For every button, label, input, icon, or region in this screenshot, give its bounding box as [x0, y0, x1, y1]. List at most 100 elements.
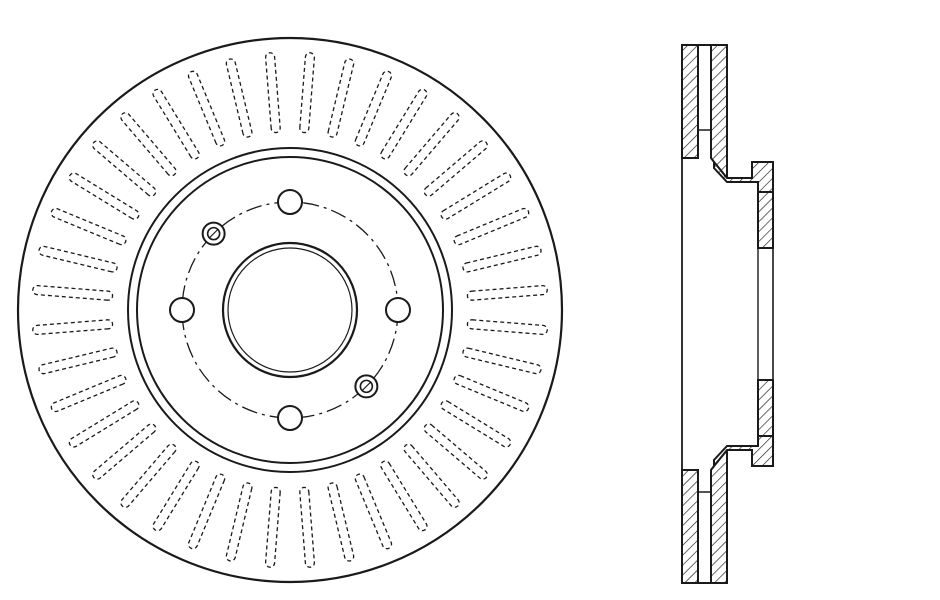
hat-inner-ring — [136, 156, 444, 464]
cooling-vane — [50, 374, 127, 413]
cooling-vane — [380, 460, 428, 532]
locating-hole-inner — [206, 226, 221, 241]
cooling-vane — [453, 207, 530, 246]
cooling-vane — [264, 52, 281, 134]
cooling-vane — [225, 482, 253, 562]
cooling-vane-outline — [440, 400, 512, 448]
cooling-vane-outline — [120, 443, 177, 508]
lug-hole — [277, 189, 303, 215]
cooling-vanes — [32, 52, 548, 568]
cooling-vane — [354, 473, 393, 550]
cooling-vane — [92, 423, 157, 480]
rotor-front-view — [16, 36, 564, 584]
cooling-vane — [32, 284, 114, 301]
locating-hole — [201, 221, 226, 246]
cooling-vane — [68, 172, 140, 220]
cooling-vane — [152, 460, 200, 532]
cooling-vane — [423, 423, 488, 480]
cooling-vane — [453, 374, 530, 413]
cooling-vane-outline — [32, 284, 114, 301]
locating-hole-mark — [209, 229, 219, 239]
cooling-vane — [92, 140, 157, 197]
cooling-vane — [187, 70, 226, 147]
rotor-outer-edge — [16, 36, 564, 584]
cooling-vane-outline — [453, 207, 530, 246]
cooling-vane — [264, 486, 281, 568]
locating-hole — [354, 374, 379, 399]
cooling-vane — [299, 486, 316, 568]
cooling-vane-outline — [462, 347, 542, 375]
cooling-vane-outline — [299, 486, 316, 568]
cooling-vane-outline — [440, 172, 512, 220]
cooling-vane-outline — [92, 140, 157, 197]
bottom-outer-plate — [681, 469, 699, 584]
cooling-vane-outline — [264, 52, 281, 134]
cooling-vane-outline — [38, 245, 118, 273]
cooling-vane — [327, 482, 355, 562]
cooling-vane-outline — [225, 482, 253, 562]
cooling-vane-outline — [327, 482, 355, 562]
locating-hole-inner — [359, 379, 374, 394]
cooling-vane-outline — [403, 443, 460, 508]
lug-hole — [277, 405, 303, 431]
cooling-vane-outline — [92, 423, 157, 480]
cooling-vane-outline — [187, 70, 226, 147]
cooling-vane — [225, 58, 253, 138]
locating-hole-mark — [361, 381, 371, 391]
cooling-vane — [462, 245, 542, 273]
cooling-vane-outline — [327, 58, 355, 138]
cooling-vane — [38, 245, 118, 273]
cooling-vane-outline — [354, 473, 393, 550]
locating-holes — [201, 221, 379, 399]
top-hat-wall — [757, 191, 774, 249]
cooling-vane — [152, 88, 200, 160]
cooling-vane-outline — [354, 70, 393, 147]
cooling-vane-outline — [32, 319, 114, 336]
cooling-vane-outline — [423, 140, 488, 197]
cooling-vane-outline — [466, 284, 548, 301]
cooling-vane — [462, 347, 542, 375]
top-inner-plate — [710, 44, 728, 181]
cooling-vane — [440, 400, 512, 448]
cooling-vane-outline — [38, 347, 118, 375]
center-bore — [221, 241, 359, 379]
cooling-vane — [466, 319, 548, 336]
cooling-vane-outline — [423, 423, 488, 480]
lug-hole — [169, 297, 195, 323]
lug-hole — [385, 297, 411, 323]
cooling-vane-outline — [152, 88, 200, 160]
cooling-vane-outline — [187, 473, 226, 550]
cooling-vane — [120, 112, 177, 177]
cooling-vane-outline — [68, 400, 140, 448]
bottom-inner-plate — [710, 447, 728, 584]
cooling-vane-outline — [380, 460, 428, 532]
cooling-vane — [440, 172, 512, 220]
cooling-vane — [327, 58, 355, 138]
cooling-vane — [354, 70, 393, 147]
cooling-vane-outline — [225, 58, 253, 138]
cooling-vane-outline — [50, 207, 127, 246]
cooling-vane-outline — [462, 245, 542, 273]
cooling-vane-outline — [466, 319, 548, 336]
cooling-vane-outline — [380, 88, 428, 160]
cooling-vane — [68, 400, 140, 448]
cooling-vane-outline — [264, 486, 281, 568]
cooling-vane-outline — [152, 460, 200, 532]
cooling-vane — [50, 207, 127, 246]
center-bore-inner — [227, 247, 353, 373]
cooling-vane — [403, 443, 460, 508]
cooling-vane-outline — [68, 172, 140, 220]
cooling-vane — [380, 88, 428, 160]
cooling-vane-outline — [299, 52, 316, 134]
cooling-vane-outline — [453, 374, 530, 413]
rotor-section-view — [681, 44, 774, 584]
top-outer-plate — [681, 44, 699, 159]
hat-outer-ring — [127, 147, 453, 473]
cooling-vane — [38, 347, 118, 375]
cooling-vane-outline — [50, 374, 127, 413]
cooling-vane — [187, 473, 226, 550]
cooling-vane — [120, 443, 177, 508]
cooling-vane — [403, 112, 460, 177]
